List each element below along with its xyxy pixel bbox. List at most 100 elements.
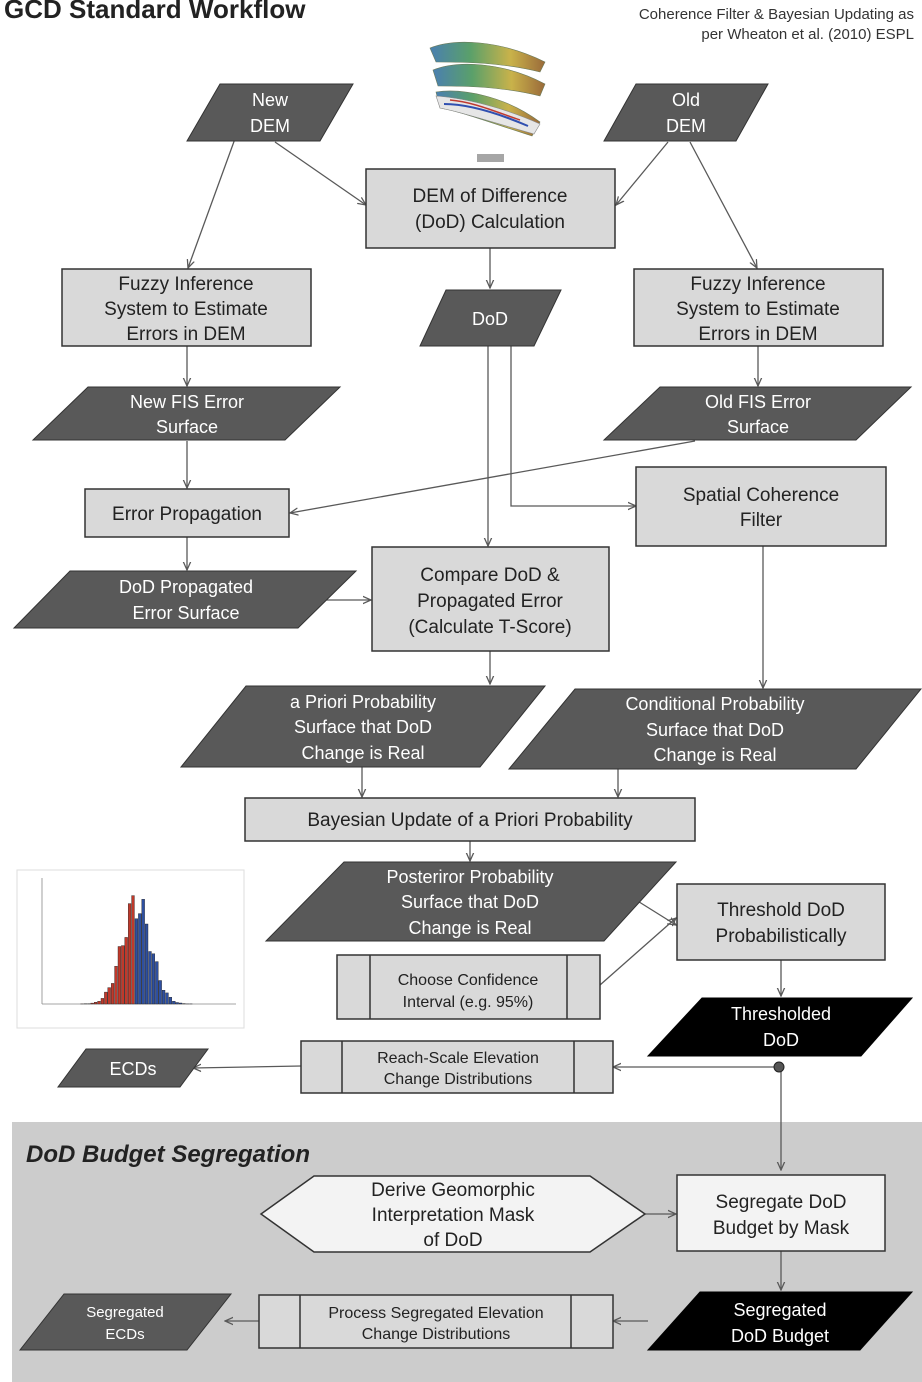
segregated-budget-node: Segregated DoD Budget: [646, 1291, 914, 1351]
spatial-coherence-line-2: Filter: [740, 510, 783, 531]
new-fis-error-line-1: New FIS Error: [130, 392, 244, 412]
histogram-bar: [104, 991, 108, 1005]
page-title: GCD Standard Workflow: [4, 0, 306, 24]
new-fis-error-node: New FIS Error Surface: [31, 386, 342, 441]
citation-line-2: per Wheaton et al. (2010) ESPL: [701, 26, 914, 43]
dod-line-1: DoD: [472, 309, 508, 329]
threshold-line-1: Threshold DoD: [717, 900, 845, 921]
dod-node: DoD: [419, 289, 562, 347]
histogram-bar: [158, 980, 162, 1005]
histogram-bar: [100, 998, 104, 1005]
fis-left-node: Fuzzy Inference System to Estimate Error…: [61, 268, 312, 347]
apriori-line-2: Surface that DoD: [294, 717, 432, 737]
citation-line-1: Coherence Filter & Bayesian Updating as: [639, 6, 914, 23]
segregated-ecds-line-2: ECDs: [105, 1326, 144, 1343]
bayesian-update-node: Bayesian Update of a Priori Probability: [244, 797, 696, 842]
dod-calculation-node: DEM of Difference (DoD) Calculation: [365, 168, 616, 249]
fis-right-line-3: Errors in DEM: [698, 324, 817, 345]
histogram-bar: [93, 1002, 98, 1005]
old-fis-error-line-1: Old FIS Error: [705, 392, 811, 412]
old-fis-error-line-2: Surface: [727, 417, 789, 437]
old-dem-node: Old DEM: [603, 83, 769, 142]
ecds-node: ECDs: [57, 1048, 209, 1088]
process-segregated-line-1: Process Segregated Elevation: [328, 1305, 543, 1322]
conditional-line-2: Surface that DoD: [646, 720, 784, 740]
junction-dot: [773, 1061, 785, 1073]
thresholded-line-2: DoD: [763, 1030, 799, 1050]
histogram-bar: [175, 1002, 179, 1005]
old-dem-line-1: Old: [672, 90, 700, 110]
segregation-title: DoD Budget Segregation: [26, 1141, 310, 1168]
histogram-bar: [127, 903, 132, 1005]
thresholded-line-1: Thresholded: [731, 1004, 831, 1024]
dod-calc-line-2: (DoD) Calculation: [415, 212, 565, 233]
compare-line-3: (Calculate T-Score): [408, 617, 571, 638]
segregate-budget-line-2: Budget by Mask: [713, 1218, 850, 1239]
confidence-interval-node: Choose Confidence Interval (e.g. 95%): [336, 954, 601, 1020]
dod-propagated-line-2: Error Surface: [132, 603, 239, 623]
compare-node: Compare DoD & Propagated Error (Calculat…: [371, 546, 610, 652]
conditional-node: Conditional Probability Surface that DoD…: [507, 688, 922, 770]
histogram-bar: [138, 913, 142, 1005]
reach-scale-line-1: Reach-Scale Elevation: [377, 1050, 539, 1067]
histogram-bar: [134, 918, 138, 1005]
old-dem-line-2: DEM: [666, 116, 706, 136]
error-propagation-node: Error Propagation: [84, 488, 290, 538]
confidence-line-2: Interval (e.g. 95%): [403, 994, 534, 1011]
fis-left-line-3: Errors in DEM: [126, 324, 245, 345]
thresholded-dod-node: Thresholded DoD: [646, 997, 914, 1057]
posterior-line-1: Posteriror Probability: [386, 867, 553, 887]
segregated-budget-line-2: DoD Budget: [731, 1326, 829, 1346]
histogram-bar: [168, 997, 172, 1005]
apriori-line-3: Change is Real: [301, 743, 424, 763]
histogram-bar: [151, 953, 155, 1005]
histogram-bar: [161, 990, 166, 1005]
compare-line-2: Propagated Error: [417, 591, 563, 612]
threshold-node: Threshold DoD Probabilistically: [676, 883, 886, 961]
posterior-node: Posteriror Probability Surface that DoD …: [264, 861, 678, 942]
histogram-bar: [114, 966, 118, 1005]
process-segregated-node: Process Segregated Elevation Change Dist…: [258, 1294, 614, 1349]
new-dem-line-2: DEM: [250, 116, 290, 136]
old-fis-error-node: Old FIS Error Surface: [602, 386, 913, 441]
fis-left-line-2: System to Estimate: [104, 299, 268, 320]
fis-right-line-1: Fuzzy Inference: [690, 274, 825, 295]
error-propagation-line-1: Error Propagation: [112, 504, 262, 525]
bayesian-line-1: Bayesian Update of a Priori Probability: [307, 810, 633, 831]
histogram-bar: [107, 987, 111, 1005]
apriori-node: a Priori Probability Surface that DoD Ch…: [179, 685, 547, 768]
histogram-bar: [148, 951, 152, 1005]
threshold-line-2: Probabilistically: [716, 926, 847, 947]
dod-calc-line-1: DEM of Difference: [413, 186, 568, 207]
reach-scale-line-2: Change Distributions: [384, 1071, 533, 1088]
histogram-bar: [121, 945, 125, 1005]
histogram-bar: [90, 1002, 94, 1005]
ecds-line-1: ECDs: [109, 1059, 156, 1079]
histogram-bar: [117, 946, 121, 1005]
histogram-bar: [141, 899, 145, 1005]
spatial-coherence-line-1: Spatial Coherence: [683, 485, 839, 506]
reach-scale-node: Reach-Scale Elevation Change Distributio…: [300, 1040, 614, 1094]
new-dem-node: New DEM: [186, 83, 354, 142]
histogram-bar: [178, 1002, 183, 1005]
derive-mask-node: Derive Geomorphic Interpretation Mask of…: [259, 1175, 647, 1253]
fis-right-line-2: System to Estimate: [676, 299, 840, 320]
histogram-bar: [124, 937, 128, 1005]
histogram-bar: [110, 983, 115, 1005]
connectors: [187, 124, 781, 1321]
histogram-bar: [172, 1001, 176, 1005]
fis-left-line-1: Fuzzy Inference: [118, 274, 253, 295]
posterior-line-2: Surface that DoD: [401, 892, 539, 912]
histogram-bar: [165, 992, 169, 1005]
dod-propagated-line-1: DoD Propagated: [119, 577, 253, 597]
derive-mask-line-3: of DoD: [423, 1230, 482, 1251]
dem-stack-illustration: [429, 41, 546, 162]
derive-mask-line-1: Derive Geomorphic: [371, 1180, 535, 1201]
histogram-bar: [131, 895, 135, 1005]
histogram-bar: [144, 923, 149, 1005]
histogram-bar: [97, 1001, 101, 1005]
confidence-line-1: Choose Confidence: [398, 972, 539, 989]
new-dem-line-1: New: [252, 90, 289, 110]
derive-mask-line-2: Interpretation Mask: [372, 1205, 535, 1226]
